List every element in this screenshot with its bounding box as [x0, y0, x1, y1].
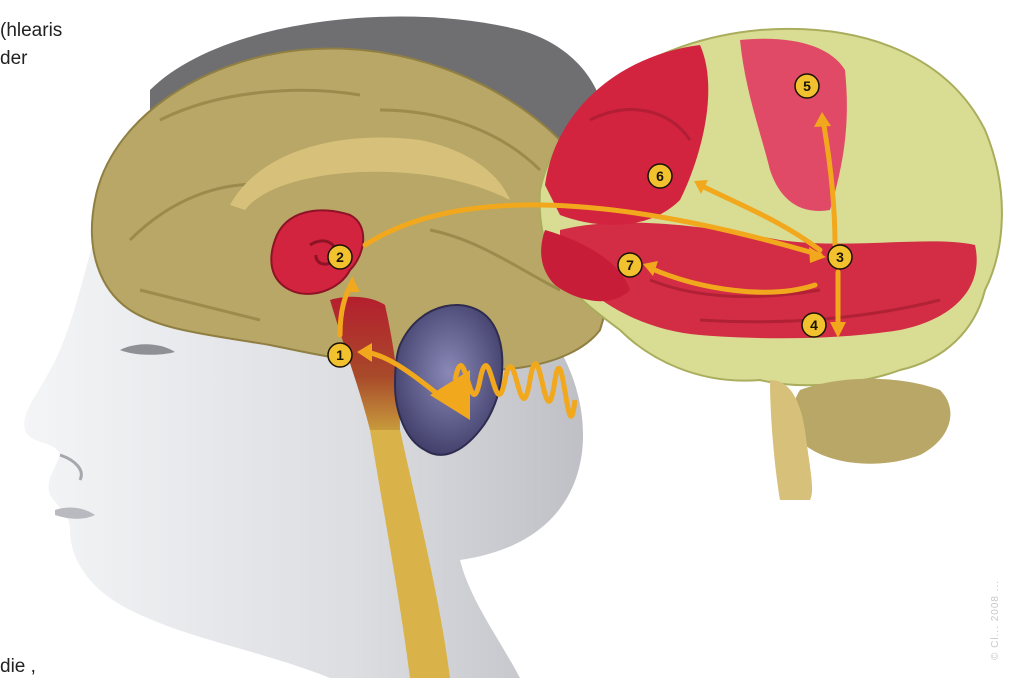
marker-6-label: 6 — [656, 168, 664, 184]
marker-3-label: 3 — [836, 249, 844, 265]
image-credit: © Cl... 2008 ... — [990, 580, 1001, 660]
marker-4: 4 — [802, 313, 826, 337]
marker-6: 6 — [648, 164, 672, 188]
marker-2: 2 — [328, 245, 352, 269]
marker-7: 7 — [618, 253, 642, 277]
caption-fragment-second: der — [0, 49, 42, 68]
marker-2-label: 2 — [336, 249, 344, 265]
marker-3: 3 — [828, 245, 852, 269]
caption-fragment-bottom: , die — [0, 657, 40, 676]
cerebellum — [793, 379, 950, 464]
marker-1: 1 — [328, 343, 352, 367]
marker-5: 5 — [795, 74, 819, 98]
marker-4-label: 4 — [810, 317, 818, 333]
marker-5-label: 5 — [803, 78, 811, 94]
marker-1-label: 1 — [336, 347, 344, 363]
caption-fragment-top: hlearis) — [0, 21, 72, 40]
marker-7-label: 7 — [626, 257, 634, 273]
